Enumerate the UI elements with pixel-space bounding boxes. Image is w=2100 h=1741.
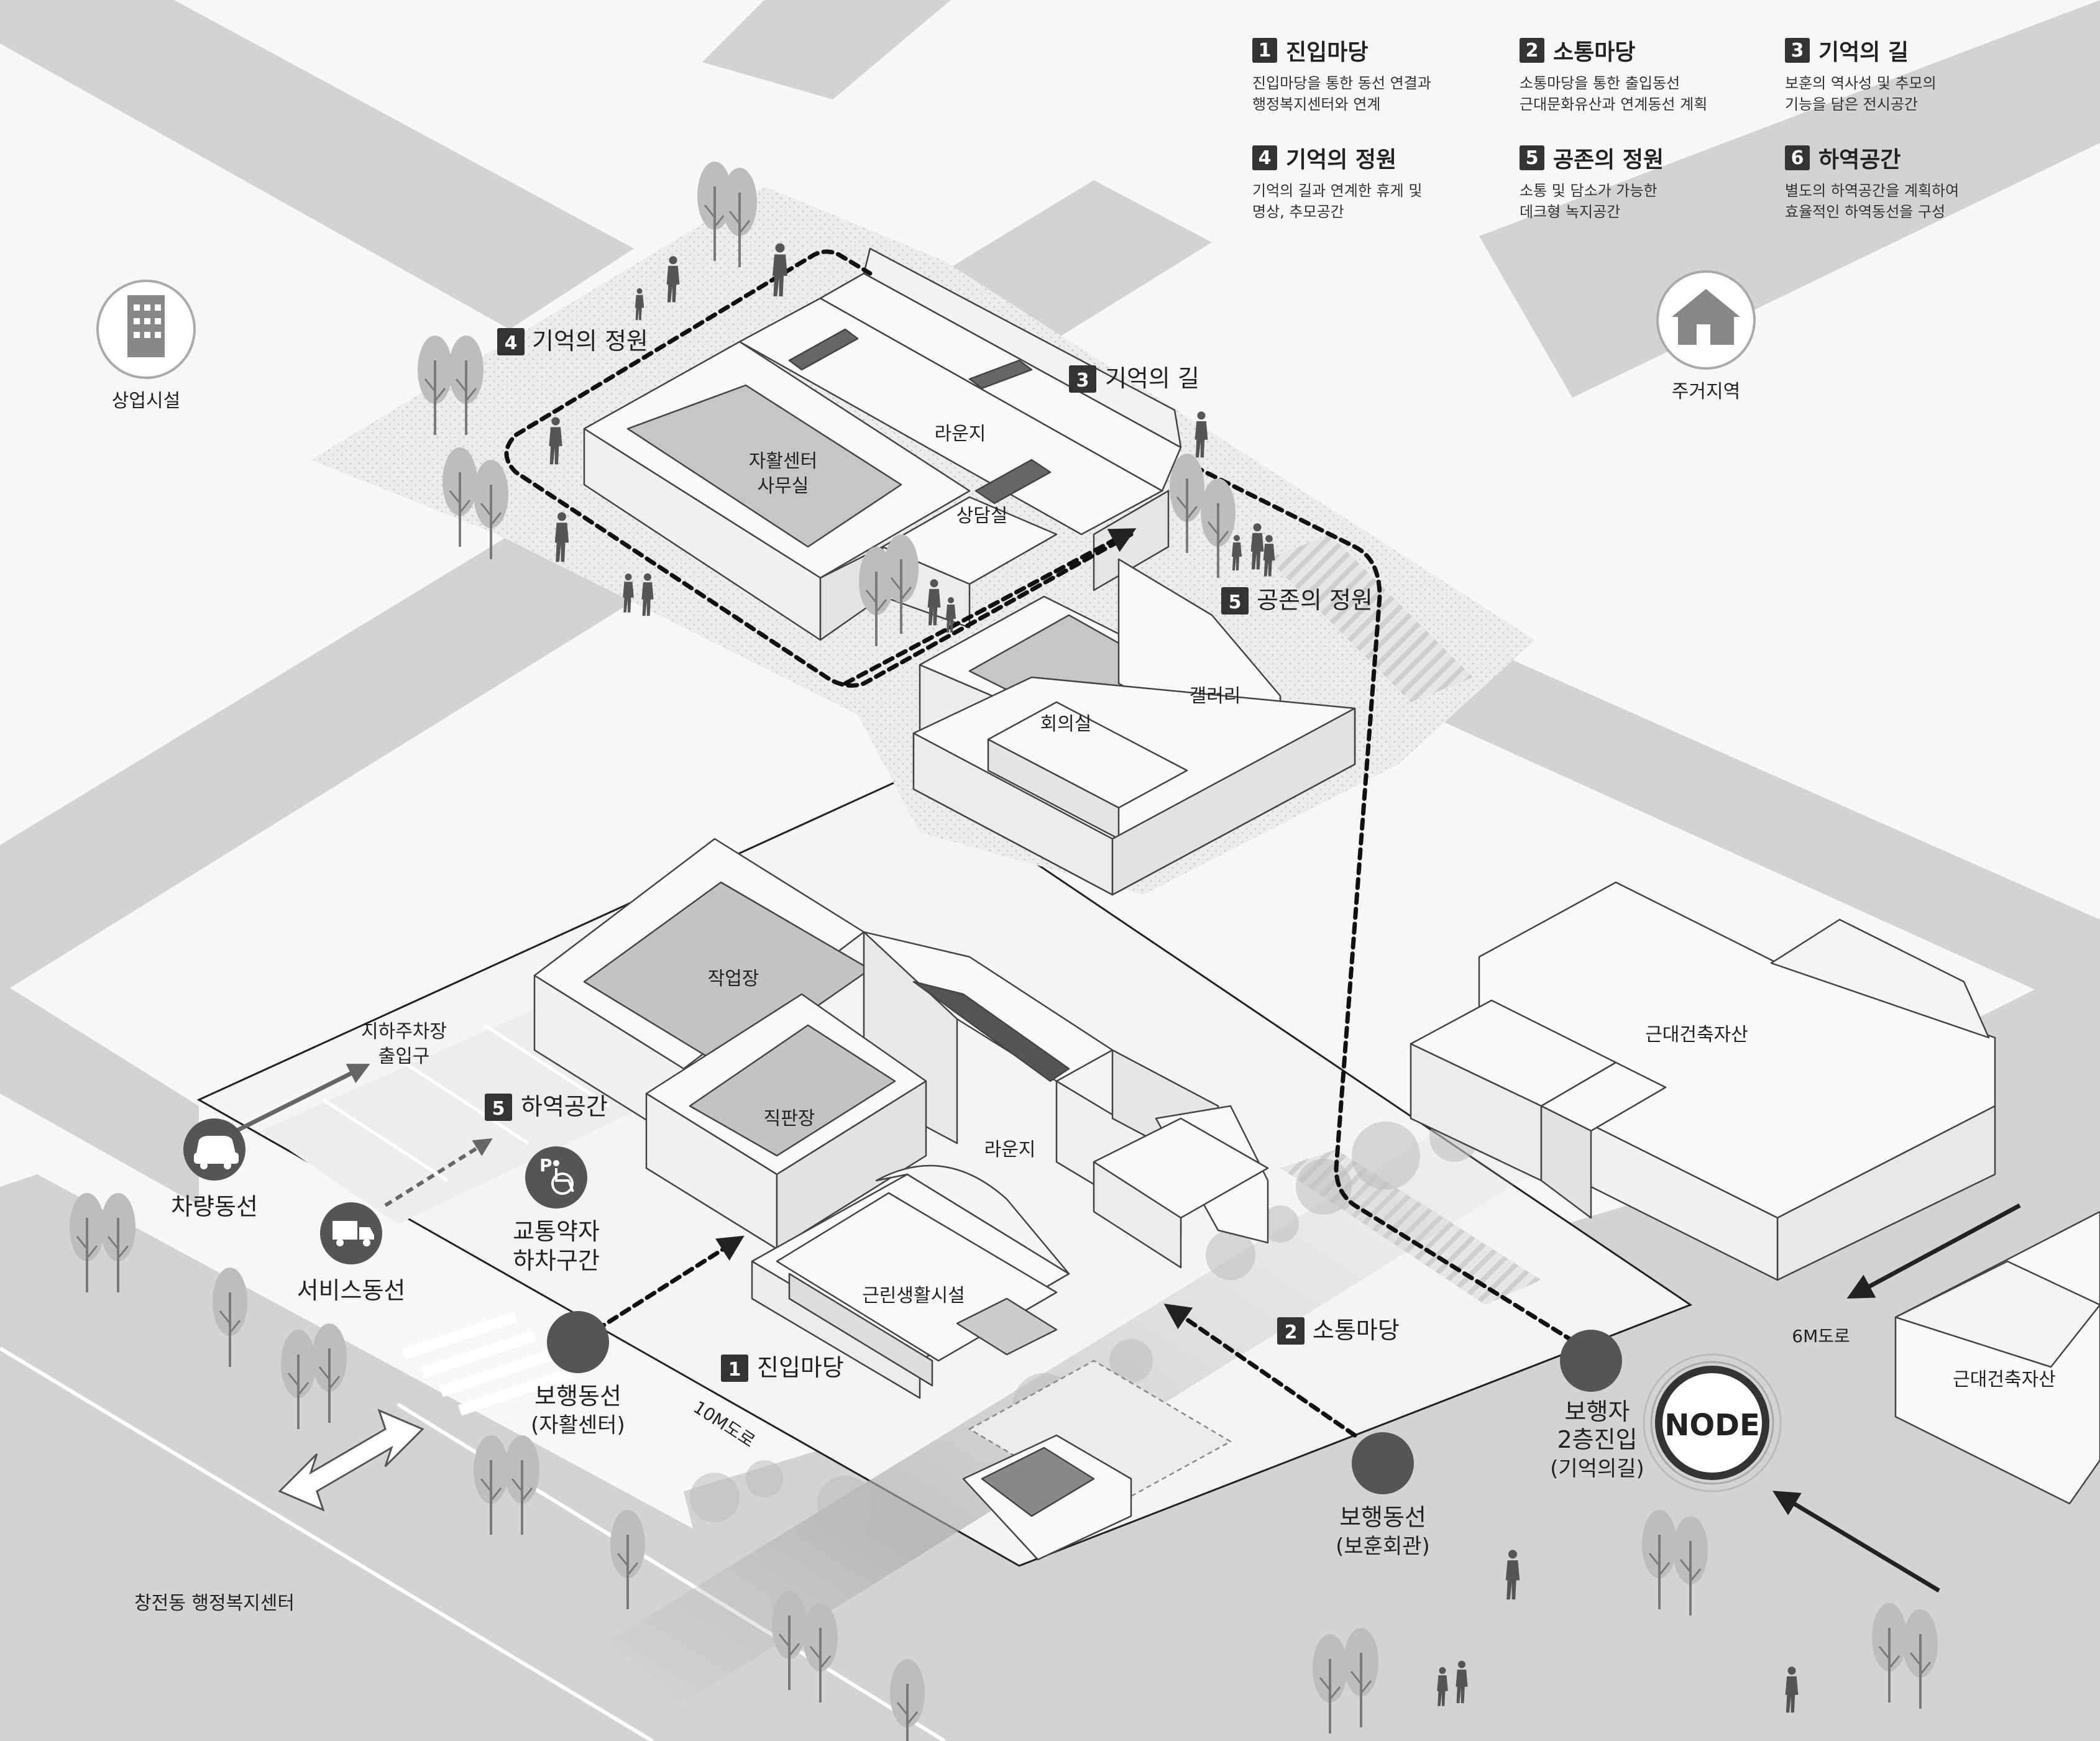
traffic-arrows — [1772, 1203, 2021, 1593]
legend-title: 기억의 길 — [1818, 40, 1909, 65]
node-label: NODE — [1664, 1408, 1760, 1443]
legend-desc: 진입마당을 통한 동선 연결과 행정복지센터와 연계 — [1252, 75, 1431, 113]
legend-desc: 보훈의 역사성 및 추모의 기능을 담은 전시공간 — [1785, 75, 1937, 113]
vehicle-arrow — [235, 1064, 370, 1133]
legend-item-2: 2 소통마당 소통마당을 통한 출입동선 근대문화유산과 연계동선 계획 — [1520, 34, 1768, 115]
heritage-buildings — [1410, 881, 2100, 1505]
legend-desc: 기억의 길과 연계한 휴게 및 명상, 추모공간 — [1252, 182, 1423, 221]
legend-num: 6 — [1785, 145, 1810, 170]
legend-desc: 소통마당을 통한 출입동선 근대문화유산과 연계동선 계획 — [1520, 75, 1708, 113]
service-route — [384, 1138, 493, 1207]
tag-loading-num: 5 — [492, 1098, 505, 1120]
legend-num: 3 — [1785, 38, 1810, 63]
neighborhood-label: 근린생활시설 — [862, 1285, 965, 1307]
upper-lounge-label: 라운지 — [935, 423, 986, 445]
ped-center-label-1: 보행동선 — [534, 1382, 621, 1410]
tag-memory-garden-num: 4 — [505, 332, 518, 354]
legend-item-1: 1 진입마당 진입마당을 통한 동선 연결과 행정복지센터와 연계 — [1252, 34, 1501, 115]
tag-memory-garden-label: 기억의 정원 — [532, 327, 648, 355]
pedestrian-icon-2f — [1560, 1330, 1622, 1392]
legend-title: 하역공간 — [1818, 147, 1901, 173]
car-icon — [183, 1118, 245, 1181]
ped-2f-label-1: 보행자 — [1565, 1398, 1630, 1425]
heritage-label: 근대건축자산 — [1645, 1024, 1748, 1046]
shop-label: 직판장 — [764, 1108, 815, 1130]
legend-title: 진입마당 — [1286, 40, 1369, 65]
tag-coexist-garden-num: 5 — [1229, 592, 1242, 613]
wheelchair-icon: P — [525, 1146, 587, 1209]
disabled-label-2: 하차구간 — [513, 1247, 600, 1274]
legend-item-5: 5 공존의 정원 소통 및 담소가 가능한 데크형 녹지공간 — [1520, 142, 1768, 222]
node-icon — [1643, 1353, 1782, 1492]
legend-title: 소통마당 — [1553, 40, 1636, 65]
counsel-label: 상담실 — [956, 505, 1008, 527]
ground-floor-buildings — [533, 838, 1269, 1561]
gallery-label: 갤러리 — [1190, 685, 1241, 707]
ped-2f-label-3: (기억의길) — [1550, 1456, 1644, 1481]
tag-entry-label: 진입마당 — [757, 1354, 844, 1381]
parking-lines — [322, 1023, 610, 1182]
ground-lounge-label: 라운지 — [984, 1139, 1036, 1161]
legend-num: 4 — [1252, 145, 1277, 170]
legend-desc: 소통 및 담소가 가능한 데크형 녹지공간 — [1520, 182, 1658, 221]
memory-path-route — [504, 249, 1587, 1438]
legend-title: 공존의 정원 — [1553, 147, 1664, 173]
parking-label-1: 지하주차장 — [361, 1021, 447, 1043]
road-line — [0, 1346, 654, 1741]
ped-bohun-label-2: (보훈회관) — [1336, 1534, 1430, 1559]
commercial-label: 상업시설 — [112, 390, 180, 412]
legend-title: 기억의 정원 — [1286, 147, 1397, 173]
tag-badges — [485, 328, 1304, 1382]
legend-num: 5 — [1520, 145, 1544, 170]
legend-num: 1 — [1252, 38, 1277, 63]
tag-loading-label: 하역공간 — [521, 1093, 608, 1120]
road-6m-label: 6M도로 — [1792, 1326, 1850, 1346]
pedestrian-icon-bohun — [1352, 1432, 1414, 1494]
house-icon — [1656, 270, 1756, 370]
parking-label-2: 출입구 — [378, 1046, 430, 1067]
legend-item-6: 6 하역공간 별도의 하역공간을 계획하여 효율적인 하역동선을 구성 — [1785, 142, 2034, 222]
truck-icon — [320, 1202, 382, 1264]
tag-entry-num: 1 — [728, 1359, 741, 1381]
heritage-label-2: 근대건축자산 — [1953, 1369, 2056, 1391]
disabled-label-1: 교통약자 — [513, 1218, 600, 1245]
tag-coexist-garden-label: 공존의 정원 — [1257, 587, 1373, 614]
office-label-1: 자활센터 — [749, 450, 817, 472]
residential-label: 주거지역 — [1672, 381, 1740, 403]
legend-item-4: 4 기억의 정원 기억의 길과 연계한 휴게 및 명상, 추모공간 — [1252, 142, 1501, 222]
double-arrow — [278, 1409, 424, 1512]
tag-comm-num: 2 — [1285, 1322, 1298, 1343]
svg-text:P: P — [539, 1155, 553, 1176]
ped-bohun-label-1: 보행동선 — [1339, 1504, 1426, 1531]
service-label: 서비스동선 — [297, 1277, 406, 1304]
vehicle-label: 차량동선 — [171, 1193, 258, 1220]
pedestrian-icon-center — [547, 1311, 609, 1373]
crosswalk — [402, 1312, 574, 1416]
commercial-icon — [96, 280, 196, 379]
upper-floor-buildings — [583, 247, 1356, 896]
diagram-labels: 상업시설 주거지역 근대건축자산 근대건축자산 창전동 행정복지센터 10M도로… — [112, 327, 2056, 1614]
tag-comm-label: 소통마당 — [1313, 1317, 1400, 1344]
workshop-label: 작업장 — [708, 968, 759, 990]
legend-item-3: 3 기억의 길 보훈의 역사성 및 추모의 기능을 담은 전시공간 — [1785, 34, 2034, 115]
ped-2f-label-2: 2층진입 — [1557, 1426, 1637, 1453]
upper-stairs — [1268, 534, 1473, 702]
tag-memory-path-num: 3 — [1076, 370, 1089, 391]
admin-center-label: 창전동 행정복지센터 — [134, 1592, 295, 1614]
tag-memory-path-label: 기억의 길 — [1105, 365, 1199, 392]
office-label-2: 사무실 — [758, 475, 809, 497]
legend-num: 2 — [1520, 38, 1544, 63]
meeting-label: 회의실 — [1040, 713, 1092, 735]
legend-desc: 별도의 하역공간을 계획하여 효율적인 하역동선을 구성 — [1785, 182, 1960, 221]
ped-center-label-2: (자활센터) — [531, 1413, 625, 1438]
